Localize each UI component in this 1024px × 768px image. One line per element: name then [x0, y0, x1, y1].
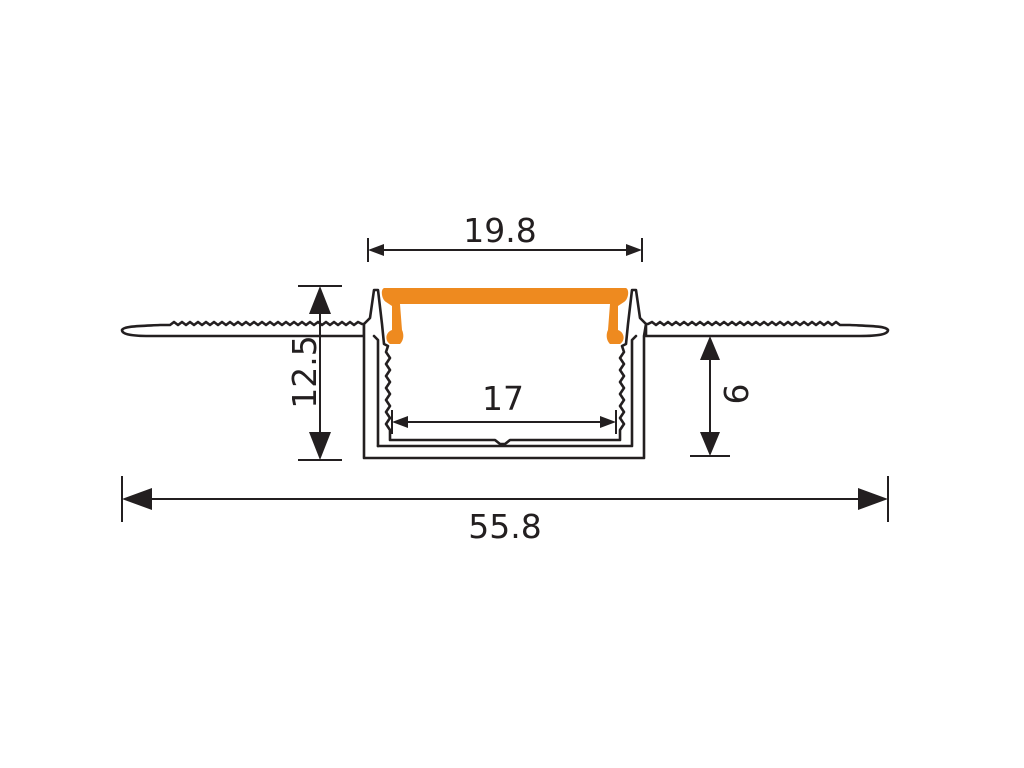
channel-inner-floor — [376, 334, 638, 448]
dimension-label-channel-width: 17 — [482, 379, 524, 418]
channel-body — [362, 288, 648, 460]
right-flange — [644, 320, 890, 338]
dimension-channel-width: 17 — [391, 379, 617, 434]
arrow-head — [858, 488, 888, 510]
arrow-head — [309, 432, 331, 460]
channel-inner-wall-left — [372, 334, 380, 448]
dimension-top-width: 19.8 — [367, 211, 643, 262]
dimension-channel-depth: 9 — [690, 335, 755, 457]
arrow-head — [700, 336, 720, 360]
arrow-head — [700, 432, 720, 456]
dimension-total-height: 12.5 — [285, 285, 342, 461]
dimension-label-channel-depth: 9 — [716, 384, 755, 405]
left-flange — [120, 320, 366, 338]
dimension-label-top-width: 19.8 — [463, 211, 536, 250]
diffuser-cover — [381, 288, 629, 344]
dimension-label-total-width: 55.8 — [468, 507, 541, 546]
arrow-head — [392, 416, 408, 428]
dimension-label-total-height: 12.5 — [285, 335, 324, 408]
arrow-head — [600, 416, 616, 428]
arrow-head — [626, 244, 642, 256]
arrow-head — [368, 244, 384, 256]
arrow-head — [309, 286, 331, 314]
dimension-total-width: 55.8 — [121, 476, 889, 546]
arrow-head — [122, 488, 152, 510]
aluminum-profile — [120, 288, 890, 460]
